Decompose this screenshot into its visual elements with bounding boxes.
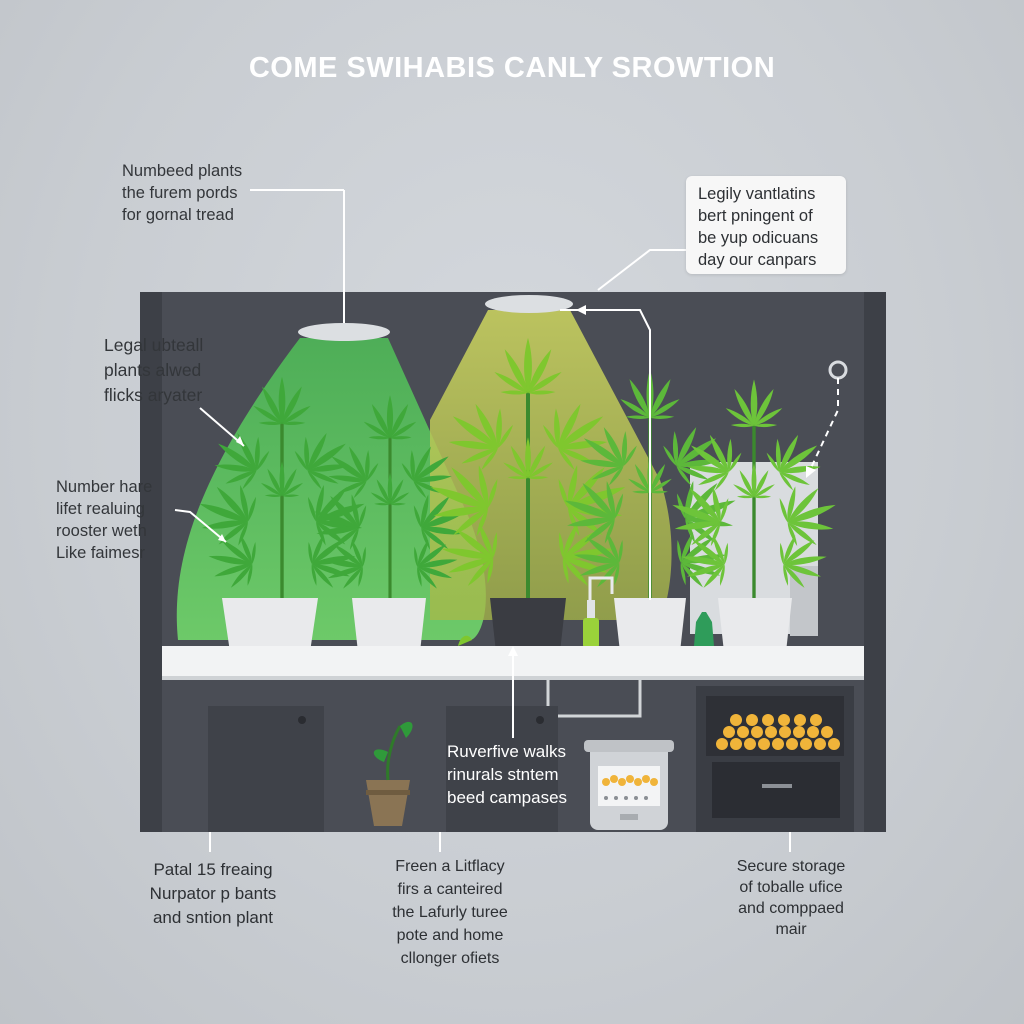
annotation-low-left: Number hare lifet realuing rooster weth …: [56, 478, 153, 562]
plant-pot-icon: [614, 598, 686, 652]
annotation-bottom-center: Freen a Litflacy firs a canteired the La…: [392, 858, 508, 967]
plant-pot-icon: [352, 598, 426, 652]
plant-pot-icon: [490, 598, 566, 652]
plant-pot-icon: [222, 598, 318, 652]
annotation-callout-top-right: Legily vantlatins bert pningent of be yu…: [686, 176, 846, 274]
annotation-inner-center: Ruverfive walks rinurals stntem beed cam…: [447, 742, 568, 807]
annotation-bottom-left: Patal 15 freaing Nurpator p bants and sn…: [149, 860, 277, 927]
nutrient-bottle-icon: [694, 612, 714, 646]
page-title: COME SWIHABIS CANLY SROWTION: [248, 52, 776, 84]
grow-lamp-icon: [298, 323, 390, 341]
annotation-bottom-right: Secure storage of toballe ufice and comp…: [736, 858, 846, 938]
annotation-top-left: Numbeed plants the furem pords for gorna…: [122, 162, 243, 224]
grow-lamp-icon: [485, 295, 573, 313]
nutrient-bottle-icon: [583, 618, 599, 648]
annotation-mid-left: Legal ubteall plants alwed flicks aryate…: [104, 335, 204, 405]
green-light-beam: [176, 338, 486, 640]
plant-pot-icon: [718, 598, 792, 652]
